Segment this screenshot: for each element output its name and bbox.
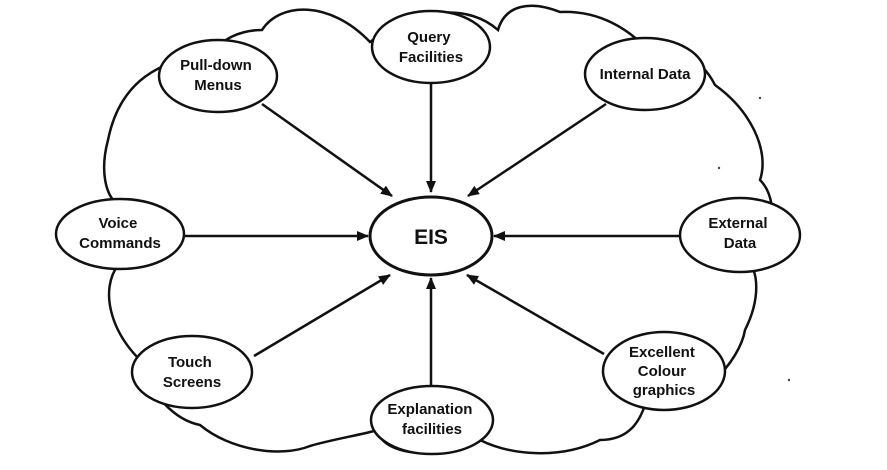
svg-text:Explanation facilities: Explanation facilities: [387, 401, 476, 438]
node-query-facilities: Query Facilities: [370, 9, 492, 85]
center-node-eis: EIS: [368, 195, 494, 277]
node-internal-data: Internal Data: [583, 36, 707, 112]
svg-text:Query Facilities: Query Facilities: [399, 29, 463, 66]
svg-text:Pull-down Menus: Pull-down Menus: [180, 57, 256, 94]
svg-text:Voice Commands: Voice Commands: [79, 215, 161, 252]
arrow-pull-down-menus: [261, 102, 393, 198]
svg-text:Internal Data: Internal Data: [600, 66, 692, 83]
svg-text:Excellent Colour: Excellent Colour graphics: [629, 344, 699, 399]
node-label-line: Excellent: [629, 344, 695, 361]
node-label-line: Pull-down: [180, 57, 252, 74]
node-label-line: facilities: [402, 421, 462, 438]
node-explanation-facilities: Explanation facilities: [369, 384, 495, 456]
svg-text:External Data: External Data: [708, 215, 771, 252]
node-label-line: Screens: [163, 374, 221, 391]
arrow-excellent-colour-graphics: [466, 273, 605, 356]
node-pull-down-menus: Pull-down Menus: [157, 38, 279, 114]
center-label: EIS: [414, 226, 448, 249]
scan-speck: [717, 166, 721, 170]
node-label-line: Voice: [98, 215, 137, 232]
scan-speck: [758, 96, 762, 100]
node-voice-commands: Voice Commands: [54, 197, 186, 271]
node-label-line: Query: [407, 29, 451, 46]
node-label-line: Internal Data: [600, 66, 692, 83]
node-label-line: Explanation: [387, 401, 472, 418]
node-label-line: Facilities: [399, 49, 463, 66]
node-label-line: Colour: [638, 363, 686, 380]
arrow-touch-screens: [253, 273, 391, 358]
node-touch-screens: Touch Screens: [130, 334, 254, 410]
node-label-line: Commands: [79, 235, 161, 252]
svg-text:Touch Screens: Touch Screens: [163, 354, 221, 391]
node-external-data: External Data: [678, 196, 802, 274]
node-excellent-colour-graphics: Excellent Colour graphics: [601, 330, 727, 412]
arrow-internal-data: [467, 102, 607, 198]
node-label-line: graphics: [633, 382, 696, 399]
scan-speck: [787, 378, 791, 382]
node-label-line: Data: [724, 235, 757, 252]
node-label-line: Menus: [194, 77, 242, 94]
node-label-line: Touch: [168, 354, 212, 371]
node-label-line: External: [708, 215, 767, 232]
